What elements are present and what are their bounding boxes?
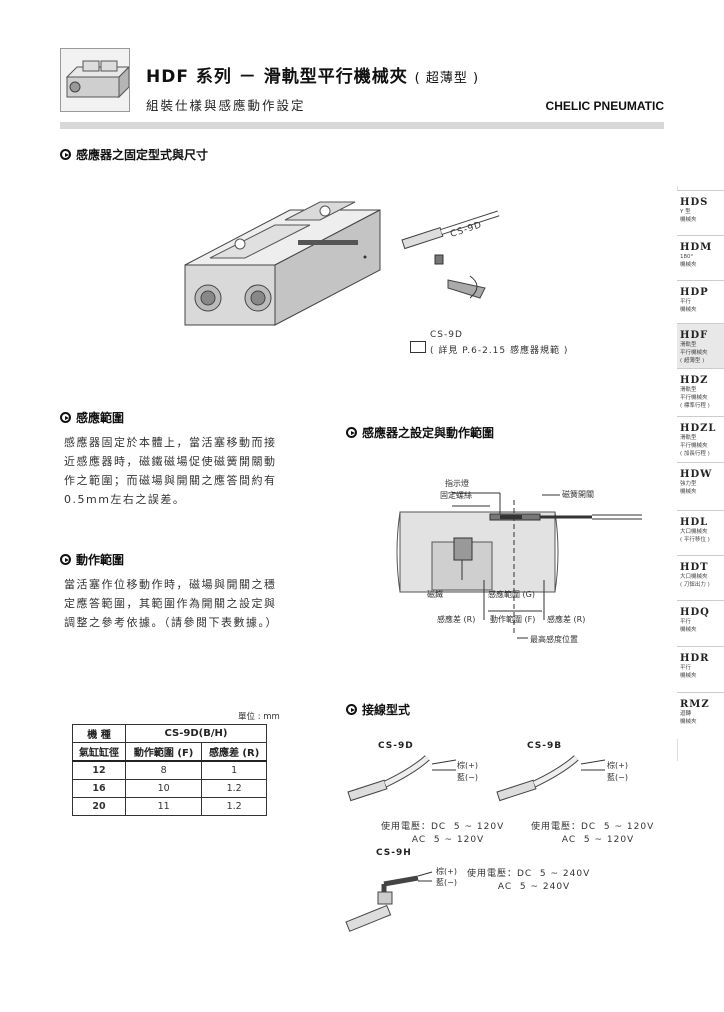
- product-thumbnail: [60, 48, 131, 112]
- voltage-cs9h: 使用電壓：DC 5 ~ 240V AC 5 ~ 240V: [467, 869, 591, 892]
- play-bullet-icon: [346, 427, 357, 438]
- wire-brown-cs9b: 棕(+): [607, 761, 628, 770]
- table-row: 12 8 1: [72, 760, 267, 780]
- sidebar-tab-desc: 滑軌型 平行機械夾 ( 標準行程 ): [680, 387, 710, 409]
- sensor-cs9h-drawing: [345, 871, 433, 932]
- label-best-position: 最高感度位置: [530, 635, 578, 644]
- spec-table: 機 種 CS-9D(B/H) 氣缸缸徑 動作範圍 (F) 感應差 (R) 12 …: [72, 724, 267, 816]
- sidebar-tab-desc: 強力型 機械夾: [680, 481, 697, 495]
- sensor-cs9b-drawing: [496, 755, 606, 802]
- voltage-cs9b: 使用電壓：DC 5 ~ 120V AC 5 ~ 120V: [531, 822, 655, 845]
- section-heading-action: 動作範圍: [60, 551, 124, 568]
- wiring-name-cs9h: CS-9H: [376, 848, 412, 858]
- table-unit: 單位 : mm: [238, 712, 280, 722]
- sidebar-tab-code: HDZL: [680, 423, 717, 434]
- section-heading-mount: 感應器之固定型式與尺寸: [60, 146, 208, 163]
- sidebar-tab-desc: 迴轉 機械夾: [680, 711, 697, 725]
- label-cs9d-ref-note: ( 詳見 P.6-2.15 感應器規範 ): [430, 346, 569, 356]
- page-title: HDF 系列 － 滑軌型平行機械夾 ( 超薄型 ): [146, 67, 480, 87]
- voltage-cs9d: 使用電壓：DC 5 ~ 120V AC 5 ~ 120V: [381, 822, 505, 845]
- page-subtitle: 組裝仕樣與感應動作設定: [146, 98, 306, 113]
- label-reed-switch: 磁簧開關: [562, 490, 594, 499]
- section-heading-wiring: 接線型式: [346, 701, 410, 718]
- section-heading-sensing: 感應範圍: [60, 409, 124, 426]
- sidebar-tab-code: HDL: [680, 517, 709, 528]
- sidebar-tab-code: HDF: [680, 330, 709, 341]
- label-hysteresis-left: 感應差 (R): [437, 615, 476, 624]
- sidebar-tab-code: HDR: [680, 653, 710, 664]
- book-icon: [410, 341, 426, 353]
- wire-blue-cs9b: 藍(−): [607, 773, 628, 782]
- sidebar-tab-code: HDM: [680, 242, 713, 253]
- section-heading-setting: 感應器之設定與動作範圍: [346, 424, 494, 441]
- wiring-name-cs9d: CS-9D: [378, 741, 414, 751]
- play-bullet-icon: [60, 149, 71, 160]
- play-bullet-icon: [346, 704, 357, 715]
- label-cs9d-ref: CS-9D: [430, 330, 463, 340]
- sidebar-tab-desc: 滑軌型 平行機械夾 ( 加長行程 ): [680, 435, 710, 457]
- label-sense-range: 感應範圍 (G): [488, 590, 535, 599]
- brand-name: CHELIC PNEUMATIC: [545, 99, 664, 113]
- play-bullet-icon: [60, 412, 71, 423]
- sidebar-tab-desc: 平行 機械夾: [680, 619, 697, 633]
- table-row: 20 11 1.2: [72, 797, 267, 816]
- sidebar-tab-desc: 滑軌型 平行機械夾 ( 超薄型 ): [680, 342, 708, 364]
- sidebar-tab-code: HDT: [680, 562, 709, 573]
- wire-blue-cs9d: 藍(−): [457, 773, 478, 782]
- sidebar-tab-code: HDZ: [680, 375, 709, 386]
- sidebar-tab-desc: 平行 機械夾: [680, 665, 697, 679]
- sidebar-tab-desc: 大口機械夾 ( 刀鈕出力 ): [680, 574, 710, 588]
- table-header-sensor: CS-9D(B/H): [125, 724, 267, 743]
- sidebar-tab-code: HDS: [680, 197, 709, 208]
- play-bullet-icon: [60, 554, 71, 565]
- sidebar-tab-desc: 平行 機械夾: [680, 299, 697, 313]
- sidebar-tab-code: HDQ: [680, 607, 710, 618]
- sidebar-tab-desc: Y 型 機械夾: [680, 209, 697, 223]
- wiring-name-cs9b: CS-9B: [527, 741, 563, 751]
- table-header-model: 機 種: [72, 724, 126, 743]
- sidebar-tab-code: HDW: [680, 469, 713, 480]
- label-hysteresis-right: 感應差 (R): [547, 615, 586, 624]
- table-header-range: 動作範圍 (F): [124, 742, 203, 762]
- wire-blue-cs9h: 藍(−): [436, 878, 457, 887]
- label-fix-screw: 固定螺絲: [440, 491, 472, 500]
- setting-diagram: [396, 492, 642, 639]
- table-row: 16 10 1.2: [72, 779, 267, 798]
- table-header-bore: 氣缸缸徑: [72, 742, 126, 762]
- sidebar-tab-code: RMZ: [680, 699, 710, 710]
- sensing-paragraph: 感應器固定於本體上，當活塞移動而接近感應器時，磁鐵磁場促使磁簧開關動作之範圍；而…: [64, 436, 277, 506]
- sidebar-tab-desc: 大口機械夾 ( 平行移位 ): [680, 529, 710, 543]
- sidebar-tab-code: HDP: [680, 287, 709, 298]
- label-action-range: 動作範圍 (F): [490, 615, 536, 624]
- sensor-cs9d-drawing: [347, 755, 457, 802]
- wire-brown-cs9d: 棕(+): [457, 761, 478, 770]
- gripper-drawing: [184, 201, 500, 326]
- table-header-hyst: 感應差 (R): [201, 742, 267, 762]
- action-paragraph: 當活塞作位移動作時，磁場與開關之穩定應答範圍，其範圍作為開關之設定與調整之參考依…: [64, 578, 278, 629]
- wire-brown-cs9h: 棕(+): [436, 867, 457, 876]
- label-indicator: 指示燈: [445, 479, 469, 488]
- sidebar-tab-desc: 180° 機械夾: [680, 254, 697, 268]
- label-magnet: 磁鐵: [427, 590, 443, 599]
- header-divider: [60, 122, 664, 129]
